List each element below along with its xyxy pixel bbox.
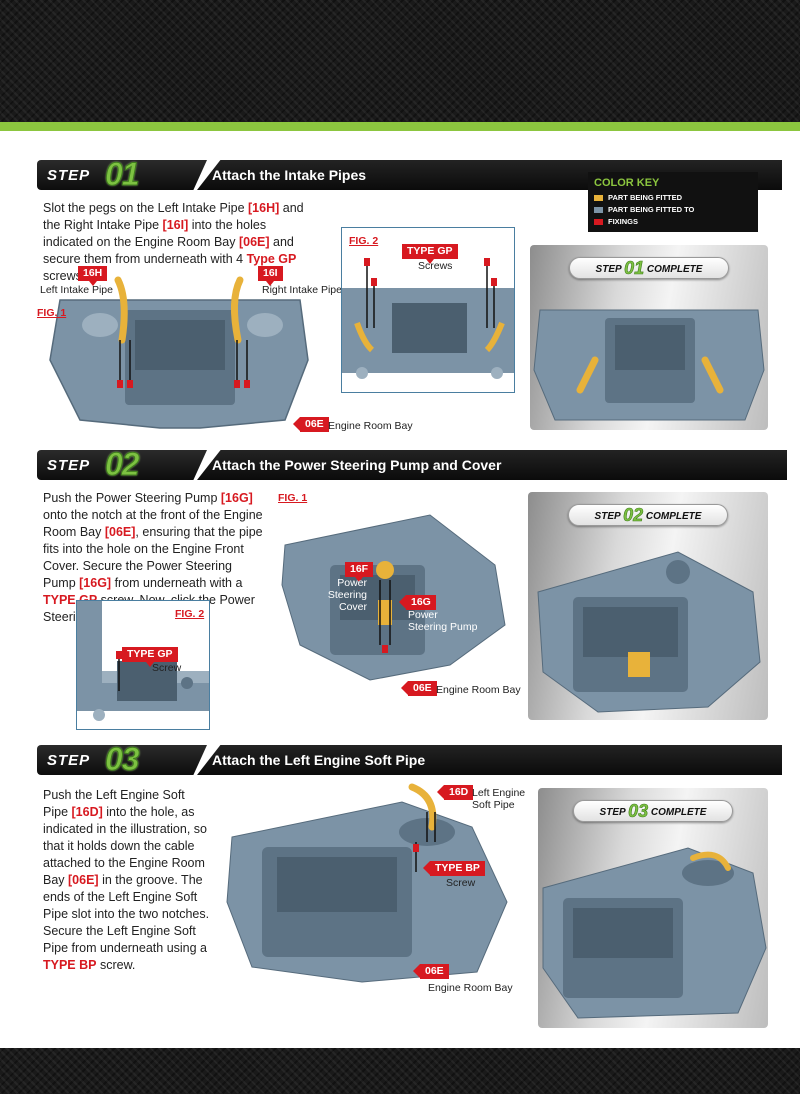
color-key-title: COLOR KEY xyxy=(594,177,660,189)
caption-16g: Power Steering Pump xyxy=(408,609,478,633)
step-01-title: Attach the Intake Pipes xyxy=(212,167,367,183)
step-03-complete-panel: STEP 03 COMPLETE xyxy=(538,788,768,1028)
part-reference: Type GP xyxy=(246,252,297,266)
step-03-illustration xyxy=(226,783,508,983)
step-02-title: Attach the Power Steering Pump and Cover xyxy=(212,457,502,473)
tag-06e: 06E xyxy=(401,681,437,696)
step-03-badge: STEP 03 xyxy=(37,745,207,775)
color-key-item: PART BEING FITTED xyxy=(594,193,752,202)
swatch-fitted-to xyxy=(594,206,603,213)
instruction-text: screws. xyxy=(43,269,86,283)
tag-type-gp: TYPE GP xyxy=(402,244,458,264)
part-reference: [16I] xyxy=(162,218,189,232)
step-03-header: STEP 03 Attach the Left Engine Soft Pipe xyxy=(37,745,782,775)
step-03-title-bar xyxy=(197,745,782,775)
instruction-text: and the Right Intake Pipe xyxy=(43,201,304,232)
step-02-complete-badge: STEP 02 COMPLETE xyxy=(568,504,728,526)
tag-16f: 16F xyxy=(345,562,374,582)
step-02-title-bar xyxy=(197,450,787,480)
tag-16i: 16I xyxy=(258,266,283,286)
step-01-fig2-label: FIG. 2 xyxy=(349,235,379,247)
step-01-complete-badge: STEP 01 COMPLETE xyxy=(569,257,729,279)
header-green-stripe xyxy=(0,122,800,131)
instruction-text: and secure them from underneath with 4 xyxy=(43,235,294,266)
instruction-text: onto the notch at the front of the Engin… xyxy=(43,508,263,539)
caption-06e: Engine Room Bay xyxy=(436,684,521,696)
footer-carbon-band xyxy=(0,1048,800,1094)
part-reference: [06E] xyxy=(68,873,99,887)
tag-type-gp: TYPE GP xyxy=(122,647,178,667)
color-key-item: PART BEING FITTED TO xyxy=(594,205,752,214)
color-key-item: FIXINGS xyxy=(594,217,752,226)
tag-06e: 06E xyxy=(413,964,449,979)
step-02-fig2-label: FIG. 2 xyxy=(175,608,205,620)
instruction-text: , ensuring that the pipe fits into the h… xyxy=(43,525,263,590)
step-03-number: 03 xyxy=(105,741,141,777)
tag-16h: 16H xyxy=(78,266,108,286)
step-01-complete-panel: STEP 01 COMPLETE xyxy=(530,245,768,430)
step-01-fig1-illustration xyxy=(49,276,309,429)
caption-screw: Screw xyxy=(446,877,476,889)
caption-16h: Left Intake Pipe xyxy=(40,284,113,296)
step-02-fig1-label: FIG. 1 xyxy=(278,492,308,504)
tag-type-bp: TYPE BP xyxy=(423,861,485,876)
step-02-fig2-illustration xyxy=(77,601,209,721)
step-01-number: 01 xyxy=(105,156,141,192)
tag-06e: 06E xyxy=(293,417,329,432)
step-02-number: 02 xyxy=(105,446,141,482)
color-key: COLOR KEY PART BEING FITTED PART BEING F… xyxy=(588,172,758,232)
part-reference: [06E] xyxy=(104,525,136,539)
step-01-fig2-illustration xyxy=(342,258,514,379)
step-02-badge: STEP 02 xyxy=(37,450,207,480)
instruction-text: Push the Left Engine Soft Pipe xyxy=(43,788,185,819)
step-02-complete-illustration xyxy=(537,551,761,713)
part-reference: [16G] xyxy=(79,576,112,590)
part-reference: [16H] xyxy=(248,201,280,215)
instruction-text: from underneath with a xyxy=(111,576,243,590)
caption-16d: Left Engine Soft Pipe xyxy=(472,787,526,811)
step-03-word: STEP xyxy=(47,752,91,769)
caption-screw: Screw xyxy=(152,662,182,674)
caption-screws: Screws xyxy=(418,260,453,272)
step-01-fig2-box: FIG. 2 TYPE GP Screws xyxy=(341,227,515,393)
step-01-badge: STEP 01 xyxy=(37,160,207,190)
instruction-text: Slot the pegs on the Left Intake Pipe xyxy=(43,201,249,215)
tag-16d: 16D xyxy=(436,785,474,800)
step-02-word: STEP xyxy=(47,457,91,474)
part-reference: [16G] xyxy=(220,491,253,505)
instruction-text: into the hole, as indicated in the illus… xyxy=(43,805,207,887)
caption-16i: Right Intake Pipe xyxy=(262,284,342,296)
swatch-fitted xyxy=(594,194,603,201)
tag-16g: 16G xyxy=(399,595,436,610)
caption-06e: Engine Room Bay xyxy=(428,982,513,994)
step-03-title: Attach the Left Engine Soft Pipe xyxy=(212,752,426,768)
part-reference: [06E] xyxy=(238,235,270,249)
instruction-text: in the groove. The ends of the Left Engi… xyxy=(43,873,210,955)
step-03-instructions: Push the Left Engine Soft Pipe [16D] int… xyxy=(43,787,213,974)
header-carbon-band xyxy=(0,0,800,122)
step-03-complete-illustration xyxy=(542,847,767,1019)
step-02-fig2-box: FIG. 2 TYPE GP Screw xyxy=(76,600,210,730)
step-01-word: STEP xyxy=(47,167,91,184)
step-01-complete-illustration xyxy=(533,309,765,421)
step-02-header: STEP 02 Attach the Power Steering Pump a… xyxy=(37,450,787,480)
instruction-text: screw. xyxy=(96,958,136,972)
step-01-instructions: Slot the pegs on the Left Intake Pipe [1… xyxy=(43,200,313,285)
step-02-fig1-illustration xyxy=(281,514,506,681)
caption-16f: Power Steering Cover xyxy=(327,577,367,613)
swatch-fixings xyxy=(594,218,603,225)
instruction-text: into the holes indicated on the Engine R… xyxy=(43,218,267,249)
part-reference: [16D] xyxy=(71,805,103,819)
part-reference: TYPE BP xyxy=(43,958,97,972)
step-01-fig1-label: FIG. 1 xyxy=(37,307,67,319)
caption-06e: Engine Room Bay xyxy=(328,420,413,432)
step-03-complete-badge: STEP 03 COMPLETE xyxy=(573,800,733,822)
instruction-text: Push the Power Steering Pump xyxy=(43,491,221,505)
step-02-complete-panel: STEP 02 COMPLETE xyxy=(528,492,768,720)
